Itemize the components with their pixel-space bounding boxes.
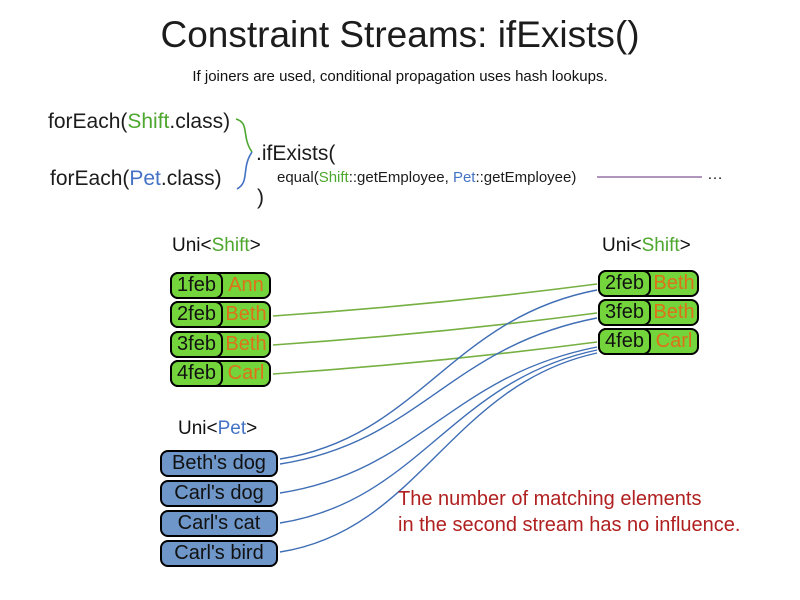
note-text: The number of matching elements in the s… [398, 486, 740, 538]
blue-connector-bethsdog-3feb [279, 317, 598, 465]
right-shift-table-header: Uni<Shift> [602, 235, 691, 257]
shift-class-token: Shift [127, 110, 170, 133]
code-text: forEach( [48, 110, 128, 133]
header-text: Uni< [178, 418, 218, 439]
pet-row-beths-dog: Beth's dog [160, 450, 278, 477]
code-text: .class) [160, 167, 222, 190]
pet-class-token: Pet [129, 167, 161, 190]
shift-date: 3feb [598, 299, 651, 326]
shift-employee: Beth [653, 301, 695, 323]
shift-row-3feb-beth: 3feb Beth [170, 331, 271, 358]
code-text: equal( [277, 169, 319, 186]
joiner-ellipsis: … [707, 166, 724, 183]
blue-connector-bethsdog-2feb [279, 289, 598, 460]
header-text: > [246, 418, 258, 439]
shift-class-token: Shift [318, 169, 349, 186]
shift-date: 2feb [598, 270, 651, 297]
left-shift-table-header: Uni<Shift> [172, 235, 261, 257]
shift-row-2feb-beth: 2feb Beth [598, 270, 699, 297]
shift-row-4feb-carl: 4feb Carl [170, 360, 271, 387]
header-type-shift: Shift [211, 235, 250, 256]
code-text: ::getEmployee, [348, 169, 453, 186]
code-text: forEach( [50, 167, 130, 190]
shift-date: 3feb [170, 331, 223, 358]
header-text: Uni< [172, 235, 212, 256]
blue-connector-carlsdog-4feb [279, 346, 598, 494]
code-foreach-pet: forEach(Pet.class) [50, 167, 222, 191]
shift-employee: Ann [228, 274, 264, 296]
header-text: > [249, 235, 261, 256]
shift-employee: Carl [655, 330, 693, 352]
code-equal-joiner: equal(Shift::getEmployee, Pet::getEmploy… [277, 169, 576, 186]
header-text: Uni< [602, 235, 642, 256]
shift-date: 2feb [170, 301, 223, 328]
pet-row-carls-bird: Carl's bird [160, 540, 278, 567]
shift-row-2feb-beth: 2feb Beth [170, 301, 271, 328]
code-close-paren: ) [257, 186, 264, 209]
shift-date: 1feb [170, 272, 223, 299]
code-ifexists: .ifExists( [256, 142, 336, 165]
green-connector-2feb [272, 283, 598, 317]
shift-date: 4feb [598, 328, 651, 355]
pet-class-token: Pet [452, 169, 476, 186]
shift-employee: Beth [225, 303, 267, 325]
note-line-1: The number of matching elements [398, 488, 702, 510]
code-text: ::getEmployee) [475, 169, 577, 186]
header-type-shift: Shift [641, 235, 680, 256]
code-foreach-shift: forEach(Shift.class) [48, 110, 230, 134]
pet-row-carls-dog: Carl's dog [160, 480, 278, 507]
header-text: > [679, 235, 691, 256]
shift-row-1feb-ann: 1feb Ann [170, 272, 271, 299]
subtitle: If joiners are used, conditional propaga… [192, 68, 608, 85]
header-type-pet: Pet [217, 418, 247, 439]
page-title: Constraint Streams: ifExists() [160, 14, 640, 55]
code-text: .class) [169, 110, 231, 133]
pet-row-carls-cat: Carl's cat [160, 510, 278, 537]
shift-employee: Beth [653, 272, 695, 294]
note-line-2: in the second stream has no influence. [398, 514, 741, 536]
brace-top-green [235, 118, 253, 153]
shift-row-3feb-beth: 3feb Beth [598, 299, 699, 326]
shift-employee: Beth [225, 333, 267, 355]
pet-table-header: Uni<Pet> [178, 418, 257, 440]
shift-row-4feb-carl: 4feb Carl [598, 328, 699, 355]
shift-date: 4feb [170, 360, 223, 387]
brace-bottom-blue [236, 151, 253, 190]
green-connector-4feb [272, 341, 598, 375]
green-connector-3feb [272, 312, 598, 346]
shift-employee: Carl [227, 362, 265, 384]
